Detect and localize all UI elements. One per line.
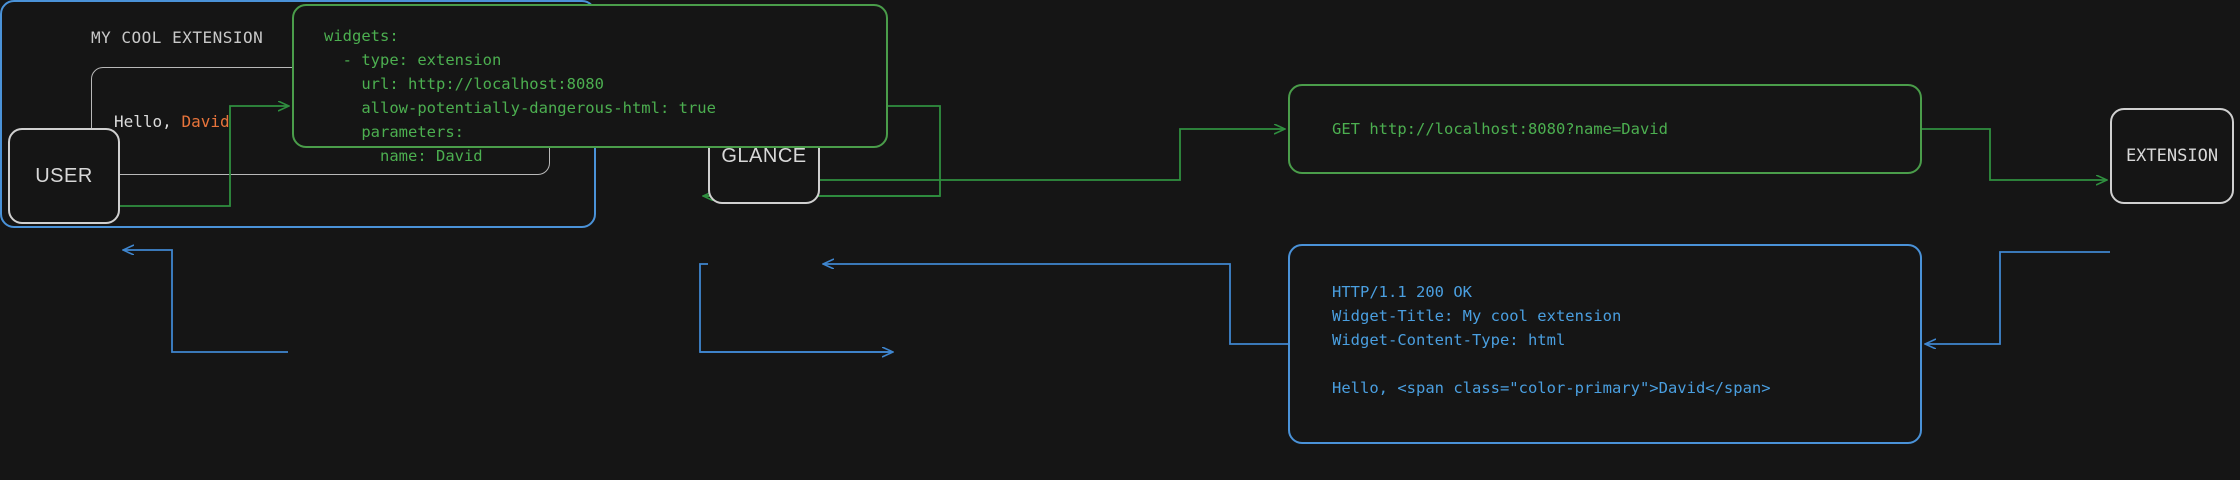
edge-widget-to-user (124, 250, 288, 353)
widget-preview-greeting: Hello, (114, 111, 182, 131)
edge-request-to-extension (1922, 128, 2106, 180)
http-response-text: HTTP/1.1 200 OK Widget-Title: My cool ex… (1332, 283, 1771, 397)
edge-glance-to-request (820, 129, 1284, 181)
edge-extension-to-response (1926, 251, 2110, 344)
widget-preview-name: David (181, 111, 230, 131)
http-request-text: GET http://localhost:8080?name=David (1332, 120, 1668, 138)
edge-glance-to-widget (699, 263, 892, 353)
widget-preview-greeting-line: Hello, David (114, 112, 230, 131)
yaml-config-box: widgets: - type: extension url: http://l… (292, 4, 888, 165)
node-user-label: USER (35, 165, 93, 187)
node-user[interactable]: USER (8, 128, 120, 224)
node-glance-label: GLANCE (721, 145, 807, 167)
node-extension-label: EXTENSION (2125, 145, 2219, 166)
edge-response-to-glance (824, 264, 1288, 345)
http-response-box: HTTP/1.1 200 OK Widget-Title: My cool ex… (1288, 244, 1922, 444)
http-request-box: GET http://localhost:8080?name=David (1288, 84, 1922, 174)
yaml-config-text: widgets: - type: extension url: http://l… (324, 27, 716, 165)
node-extension[interactable]: EXTENSION (2110, 108, 2234, 204)
widget-preview-title: MY COOL EXTENSION (91, 28, 264, 47)
